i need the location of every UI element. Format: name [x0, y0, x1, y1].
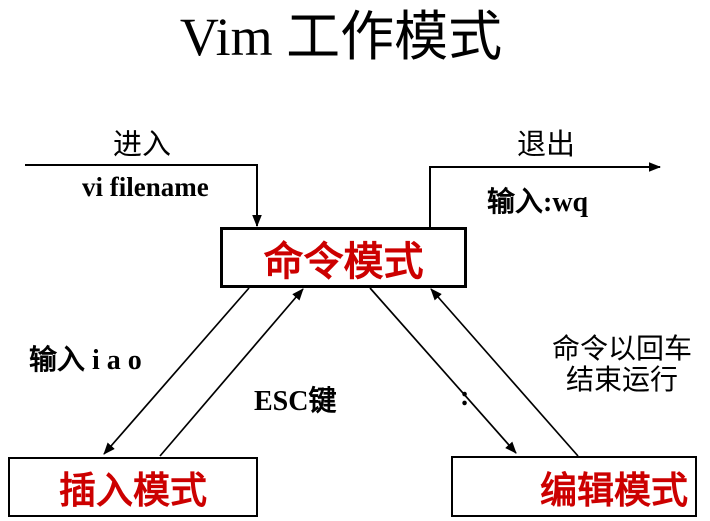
- command-to-insert-arrow: [103, 287, 250, 455]
- node-command-mode: 命令模式: [220, 227, 467, 288]
- enter-label: 进入: [113, 129, 172, 161]
- edit-to-command-arrow: [430, 288, 579, 457]
- esc-key-label: ESC键: [254, 386, 337, 417]
- node-command-mode-label: 命令模式: [263, 238, 424, 284]
- node-edit-mode-label: 编辑模式: [540, 470, 688, 512]
- exit-command-label: 输入:wq: [487, 187, 589, 218]
- enter-arrow: [25, 164, 262, 227]
- insert-keys-label: 输入 i a o: [29, 345, 142, 376]
- command-to-edit-arrow: [369, 287, 517, 454]
- edit-return-label-line2: 结束运行: [565, 365, 678, 397]
- insert-to-command-arrow: [159, 288, 304, 457]
- node-insert-mode: 插入模式: [8, 457, 258, 517]
- colon-key-label: :: [460, 381, 470, 412]
- node-insert-mode-label: 插入模式: [59, 471, 207, 512]
- edit-return-label-line1: 命令以回车: [551, 334, 692, 365]
- enter-command-label: vi filename: [82, 172, 209, 202]
- edit-return-label: 命令以回车 结束运行: [542, 334, 702, 397]
- node-edit-mode: 编辑模式: [451, 456, 697, 517]
- page-title: Vim 工作模式: [179, 7, 503, 67]
- exit-label: 退出: [517, 129, 576, 161]
- exit-arrow: [429, 162, 661, 227]
